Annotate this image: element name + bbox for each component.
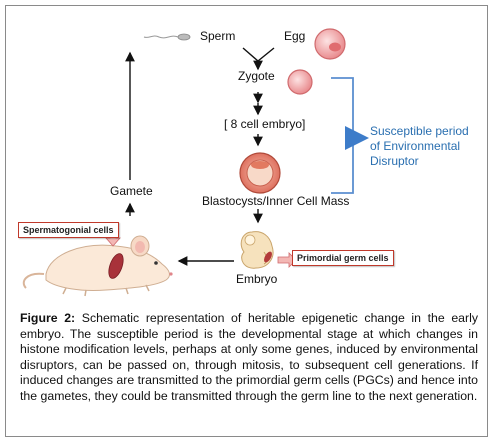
eight-cell-label: [ 8 cell embryo] [224, 117, 306, 131]
blastocyst-icon [239, 152, 281, 194]
susceptible-bracket [331, 77, 354, 194]
susceptible-line-1: Susceptible period [370, 124, 469, 138]
susceptible-line-2: of Environmental [370, 139, 461, 153]
caption-text: Schematic representation of heritable ep… [20, 311, 478, 403]
diagram-graphics [22, 28, 369, 297]
susceptible-line-3: Disruptor [370, 154, 419, 168]
figure-frame: Sperm Egg Zygote [ 8 cell embryo] Blasto… [5, 5, 488, 437]
spermatogonial-cells-box: Spermatogonial cells [18, 222, 119, 238]
gamete-label: Gamete [110, 184, 153, 198]
mouse-icon [22, 235, 173, 297]
sperm-icon [143, 33, 191, 41]
sperm-label: Sperm [200, 29, 236, 43]
egg-label: Egg [284, 29, 306, 43]
embryo-icon [240, 231, 274, 269]
figure-caption: Figure 2: Schematic representation of he… [20, 311, 478, 405]
zygote-cell-icon [287, 69, 313, 95]
zygote-label: Zygote [238, 69, 275, 83]
caption-label: Figure 2: [20, 311, 76, 325]
embryo-label: Embryo [236, 272, 278, 286]
blastocysts-label: Blastocysts/Inner Cell Mass [202, 194, 350, 208]
susceptible-period-label: Susceptible period of Environmental Disr… [370, 124, 485, 169]
egg-icon [314, 28, 346, 60]
merge-lines [242, 47, 275, 62]
primordial-germ-cells-box: Primordial germ cells [292, 250, 394, 266]
